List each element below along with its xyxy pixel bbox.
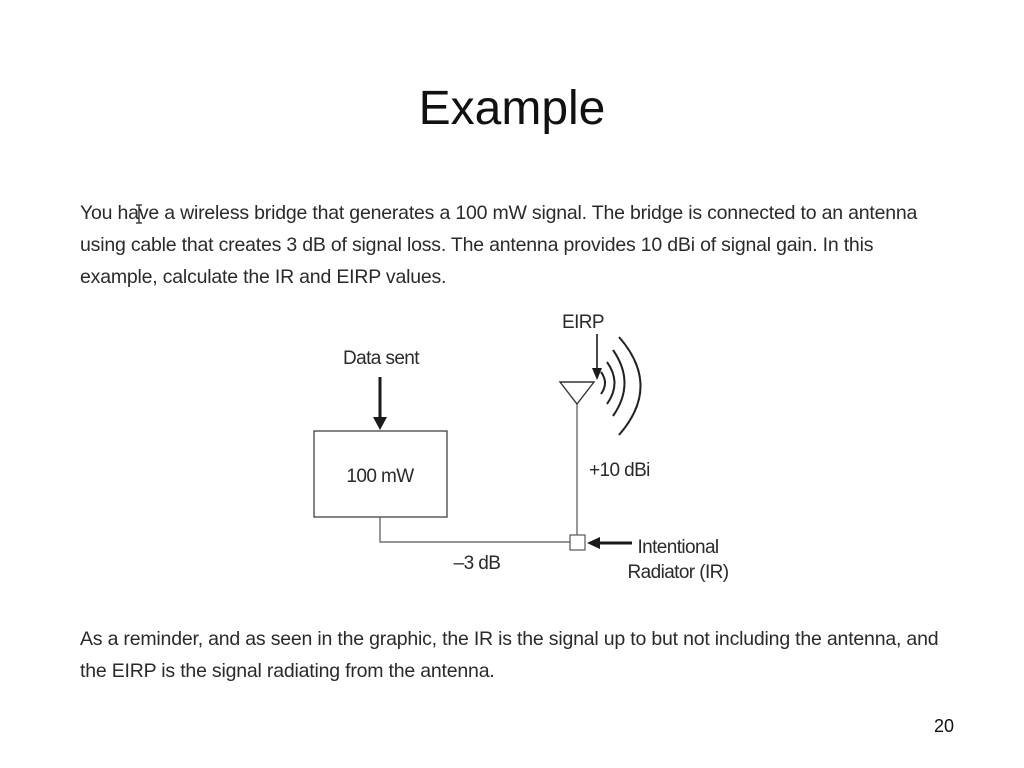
antenna-icon xyxy=(558,381,596,406)
ir-label-line1: Intentional xyxy=(637,537,718,558)
page-number: 20 xyxy=(933,716,954,736)
text-cursor-icon xyxy=(136,204,142,224)
intro-paragraph: You have a wireless bridge that generate… xyxy=(80,202,918,288)
cable-line xyxy=(379,517,570,543)
radio-waves-icon xyxy=(600,336,642,436)
slide-title: Example xyxy=(418,82,606,135)
ir-arrowhead xyxy=(587,537,600,549)
eirp-arrowhead xyxy=(592,368,602,380)
reminder-paragraph: As a reminder, and as seen in the graphi… xyxy=(80,628,939,682)
transmitter-box xyxy=(313,430,448,518)
eirp-label: EIRP xyxy=(562,312,604,333)
data-sent-arrowhead xyxy=(373,417,387,430)
connector-square xyxy=(569,534,586,551)
data-sent-label: Data sent xyxy=(343,348,420,369)
transmitter-power-label: 100 mW xyxy=(346,466,414,487)
ir-label-line2: Radiator (IR) xyxy=(628,562,729,583)
antenna-gain-label: +10 dBi xyxy=(589,460,650,481)
cable-loss-label: –3 dB xyxy=(454,553,501,574)
